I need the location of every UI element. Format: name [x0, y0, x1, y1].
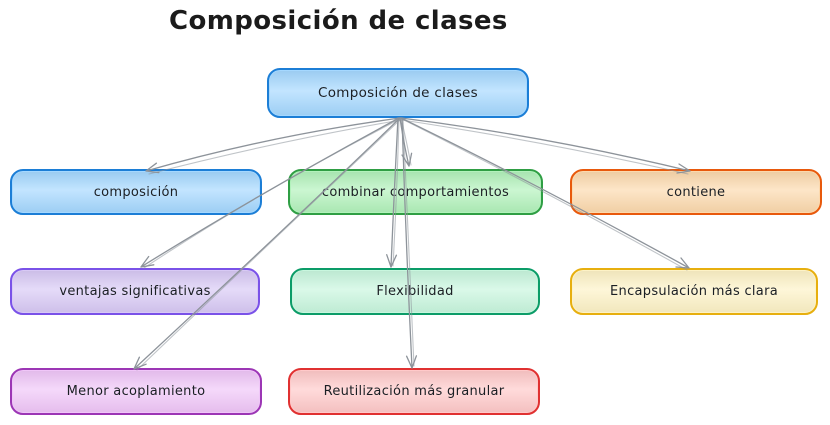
node-label: Composición de clases — [317, 85, 478, 101]
node-composicion[interactable]: composición — [10, 169, 262, 215]
node-label: Menor acoplamiento — [66, 384, 206, 399]
node-composicion-de-clases-root[interactable]: Composición de clases — [267, 68, 529, 118]
node-label: contiene — [666, 184, 726, 200]
node-label: combinar comportamientos — [321, 184, 510, 200]
node-flexibilidad[interactable]: Flexibilidad — [290, 268, 540, 315]
node-menor-acoplamiento[interactable]: Menor acoplamiento — [10, 368, 262, 415]
arrow-root-to-contiene — [400, 117, 691, 175]
node-contiene[interactable]: contiene — [570, 169, 822, 215]
node-combinar-comportamientos[interactable]: combinar comportamientos — [288, 169, 543, 215]
arrow-root-to-combinar — [399, 117, 413, 167]
node-label: Reutilización más granular — [323, 384, 505, 399]
arrow-root-to-composicion — [145, 117, 402, 175]
node-ventajas-significativas[interactable]: ventajas significativas — [10, 268, 260, 315]
node-label: composición — [93, 184, 179, 200]
node-label: Flexibilidad — [376, 284, 454, 299]
node-label: ventajas significativas — [59, 284, 211, 299]
node-reutilizacion-mas-granular[interactable]: Reutilización más granular — [288, 368, 540, 415]
arrow-root-to-menor-acoplamiento — [133, 117, 402, 371]
node-encapsulacion-mas-clara[interactable]: Encapsulación más clara — [570, 268, 818, 315]
page-title: Composición de clases — [169, 6, 508, 36]
arrow-root-to-reutilizacion — [401, 117, 418, 369]
node-label: Encapsulación más clara — [610, 284, 778, 299]
